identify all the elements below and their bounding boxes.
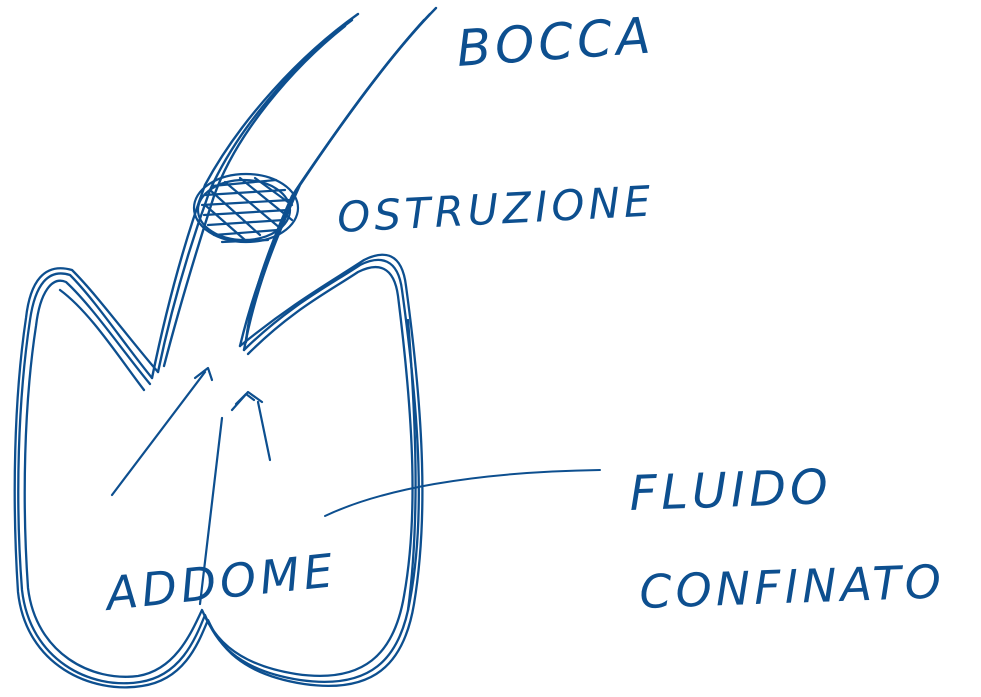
label-obstruction: OSTRUZIONE [336,176,656,242]
label-abdomen: ADDOME [101,543,340,621]
leader-lines [325,470,600,516]
labels: BOCCA OSTRUZIONE FLUIDO CONFINATO ADDOME [101,6,946,621]
label-fluid-line2: CONFINATO [638,554,945,619]
label-fluid-line1: FLUIDO [628,459,832,522]
obstruction-blob [194,174,298,242]
label-mouth: BOCCA [455,6,656,78]
fluid-leader-line [325,470,600,516]
abdomen-outline [15,255,423,688]
